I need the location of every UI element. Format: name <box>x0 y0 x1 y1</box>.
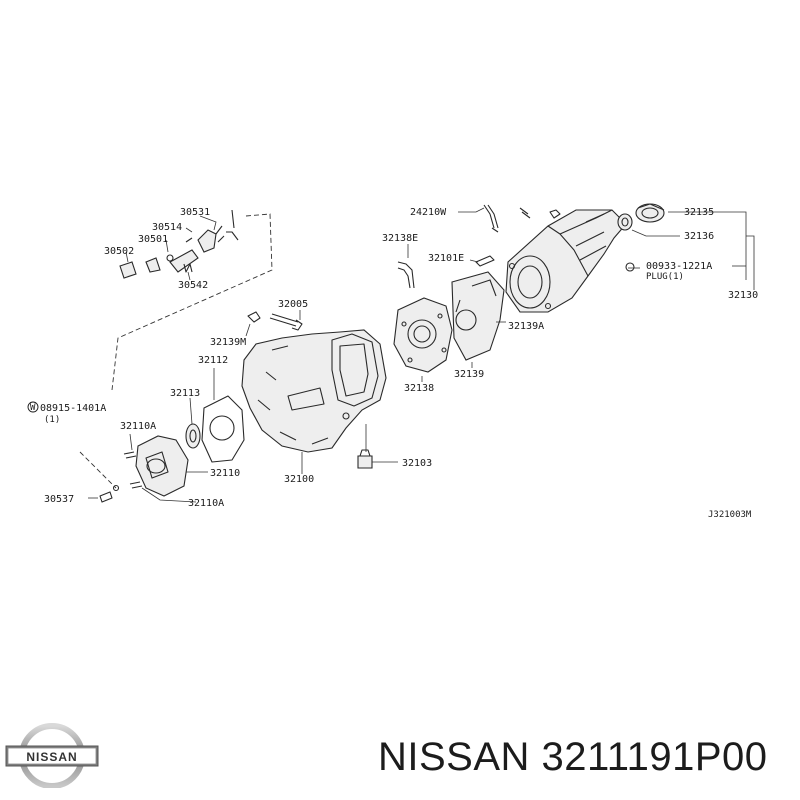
label-00933-1221A: 00933-1221A <box>646 261 712 272</box>
label-08915-1401A: W 08915-1401A (1) <box>27 401 106 425</box>
bolt-30537 <box>99 491 113 503</box>
pipe-32138E <box>397 261 415 289</box>
bolts-32110A <box>112 451 143 492</box>
label-30531: 30531 <box>180 207 210 218</box>
label-08915-text: 08915-1401A <box>40 403 106 414</box>
pin-30514 <box>185 237 193 243</box>
logo-text: NISSAN <box>26 750 77 764</box>
label-30501: 30501 <box>138 234 168 245</box>
group-dash-retainer <box>79 451 117 489</box>
label-30514: 30514 <box>152 222 182 233</box>
diagram-code: J321003M <box>708 510 752 520</box>
spring-30542 <box>183 263 193 273</box>
bolt-32139M <box>247 311 261 323</box>
label-32136: 32136 <box>684 231 714 242</box>
label-32139A: 32139A <box>508 321 544 332</box>
breather-24210W <box>483 204 499 233</box>
adapter-plate-32139 <box>451 271 505 361</box>
plug-00933 <box>625 262 635 272</box>
label-plug: PLUG(1) <box>646 272 684 282</box>
label-30542: 30542 <box>178 280 208 291</box>
label-32138E: 32138E <box>382 233 418 244</box>
label-30502: 30502 <box>104 246 134 257</box>
label-32112: 32112 <box>198 355 228 366</box>
transmission-case-32100 <box>241 329 387 453</box>
shift-fork-30531 <box>197 209 239 253</box>
svg-text:W: W <box>30 403 36 413</box>
gasket-32112 <box>201 395 245 463</box>
label-32139M: 32139M <box>210 337 246 348</box>
label-32130: 32130 <box>728 290 758 301</box>
part-number-caption: NISSAN 3211191P00 <box>378 735 768 779</box>
label-32138: 32138 <box>404 383 434 394</box>
bracket-30502 <box>119 257 161 279</box>
label-32110A-top: 32110A <box>120 421 156 432</box>
bushing-32136 <box>617 213 633 231</box>
label-32101E: 32101E <box>428 253 464 264</box>
drain-plug-32103 <box>357 449 373 469</box>
label-24210W: 24210W <box>410 207 447 218</box>
label-32110: 32110 <box>210 468 240 479</box>
seal-32113 <box>185 423 201 449</box>
leader-lines <box>88 207 755 503</box>
shift-lever-30501 <box>166 249 199 273</box>
nissan-logo: NISSAN <box>5 723 99 788</box>
label-30537: 30537 <box>44 494 74 505</box>
label-32005: 32005 <box>278 299 308 310</box>
bolt-32005 <box>269 313 303 331</box>
group-dash-shift <box>111 213 273 391</box>
label-32113: 32113 <box>170 388 200 399</box>
label-32103: 32103 <box>402 458 432 469</box>
label-32110A-bottom: 32110A <box>188 498 224 509</box>
rear-extension-housing <box>505 209 627 313</box>
bolt-group-top <box>519 207 561 219</box>
bolt-32101E <box>475 255 495 267</box>
label-qty: (1) <box>44 415 60 425</box>
oil-seal-32135 <box>635 203 665 223</box>
front-plate-32138 <box>393 297 453 373</box>
label-32135: 32135 <box>684 207 714 218</box>
label-32139: 32139 <box>454 369 484 380</box>
bearing-retainer-32110 <box>135 435 189 497</box>
label-32100: 32100 <box>284 474 314 485</box>
